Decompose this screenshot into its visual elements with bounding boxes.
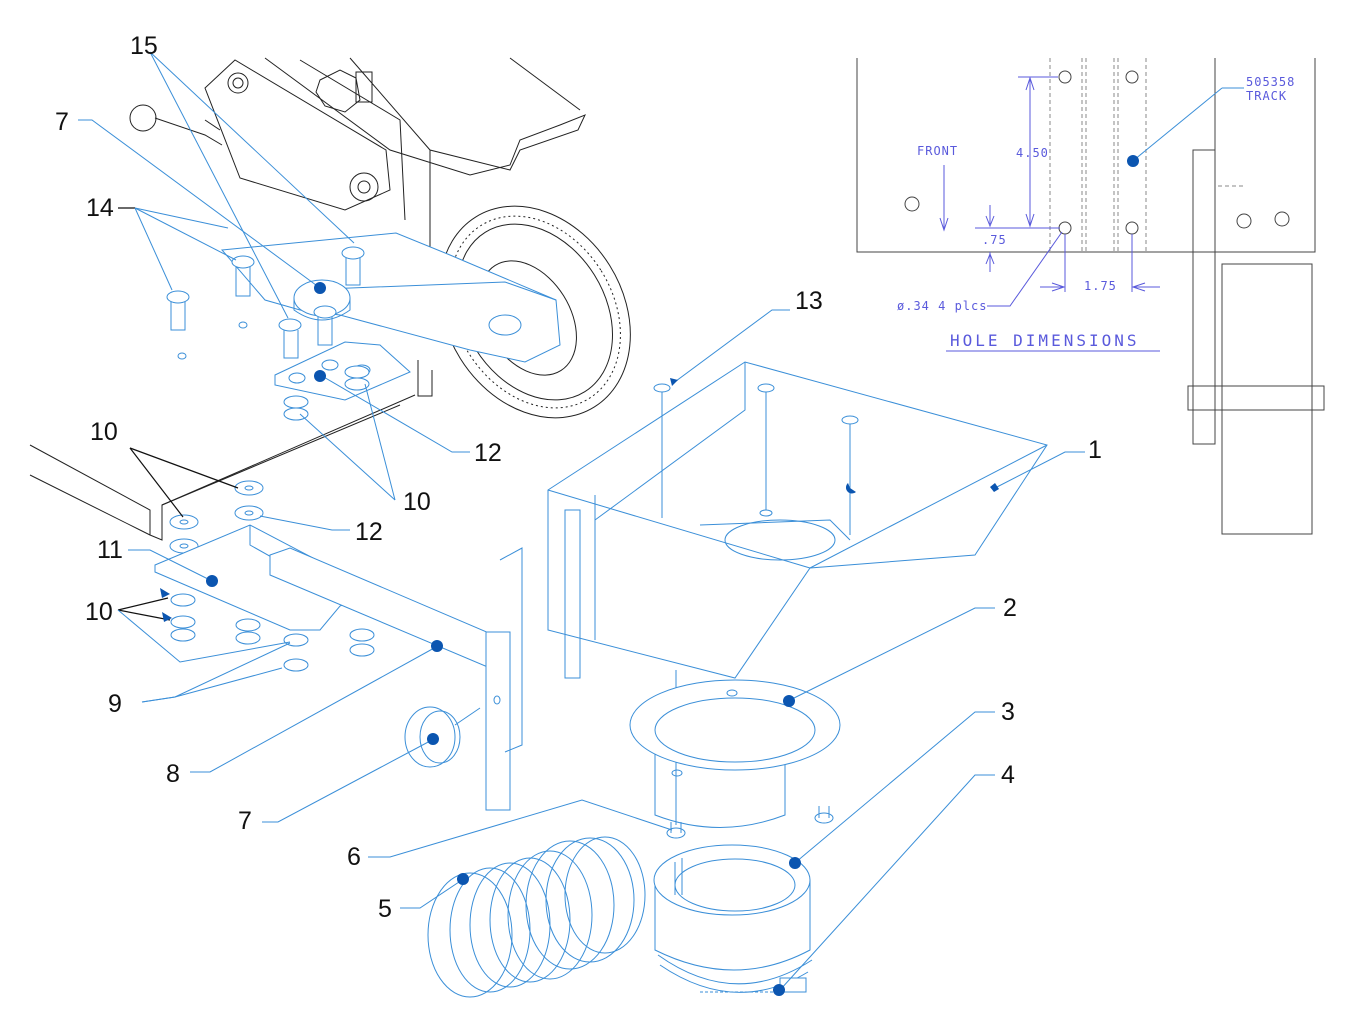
callout-dot-2 — [783, 695, 795, 707]
callout-12-upper: 12 — [474, 439, 502, 467]
screw-15a — [341, 246, 365, 286]
callout-15: 15 — [130, 32, 158, 60]
callout-10-left: 10 — [90, 418, 118, 446]
dim-1-75-label: 1.75 — [1084, 279, 1117, 293]
callout-14: 14 — [86, 194, 114, 222]
callout-dot-5 — [457, 873, 469, 885]
hole-spec-label: ø.34 4 plcs — [897, 299, 987, 313]
callout-7-lower: 7 — [238, 807, 252, 835]
callout-12-lower: 12 — [355, 518, 383, 546]
dim-0-75-label: .75 — [982, 233, 1007, 247]
hole-dimensions-title: HOLE DIMENSIONS — [950, 331, 1140, 350]
callout-dot-4 — [773, 984, 785, 996]
screws — [166, 246, 365, 360]
machine-frame — [129, 57, 586, 397]
knob-lower — [404, 706, 481, 768]
callout-4: 4 — [1001, 761, 1015, 789]
dim-4-50-label: 4.50 — [1016, 146, 1049, 160]
callout-leaders — [78, 51, 1085, 996]
hole-dimensions-inset: 4.50 .75 FRONT 1.75 ø.34 4 plcs 505358 T… — [856, 58, 1325, 535]
callout-6: 6 — [347, 843, 361, 871]
front-label: FRONT — [917, 144, 958, 158]
callout-dot-7-lower — [427, 733, 439, 745]
screw-14b — [166, 290, 190, 331]
flex-hose — [427, 836, 646, 998]
flange — [629, 679, 841, 828]
callout-1: 1 — [1088, 436, 1102, 464]
track-label: TRACK — [1246, 89, 1287, 103]
callout-dot-11 — [206, 575, 218, 587]
callout-7-upper: 7 — [55, 108, 69, 136]
bracket-arm-upper — [220, 232, 561, 363]
slide-bar — [269, 547, 523, 811]
hopper — [547, 361, 1048, 825]
screw-14c — [313, 305, 337, 346]
track-part-number: 505358 — [1246, 75, 1295, 89]
callout-3: 3 — [1001, 698, 1015, 726]
callout-10-lower: 10 — [85, 598, 113, 626]
callout-2: 2 — [1003, 594, 1017, 622]
callout-10-right: 10 — [403, 488, 431, 516]
plate-upper — [274, 341, 411, 421]
coupler — [653, 844, 811, 971]
screw-15b — [278, 318, 302, 359]
callout-dot-12-upper — [314, 370, 326, 382]
callout-8: 8 — [166, 760, 180, 788]
screw-14a — [231, 255, 255, 297]
small-screws — [666, 806, 834, 839]
callout-5: 5 — [378, 895, 392, 923]
callout-dot-8 — [431, 640, 443, 652]
callout-9: 9 — [108, 690, 122, 718]
callout-13: 13 — [795, 287, 823, 315]
hose-clamp — [657, 954, 813, 993]
callout-numbers: 15 7 14 13 1 12 10 10 12 11 10 2 9 3 8 4… — [55, 32, 1102, 923]
callout-dot-7-upper — [314, 282, 326, 294]
callout-11: 11 — [97, 536, 123, 564]
callout-dot-track — [1127, 155, 1139, 167]
callout-dot-3 — [789, 857, 801, 869]
